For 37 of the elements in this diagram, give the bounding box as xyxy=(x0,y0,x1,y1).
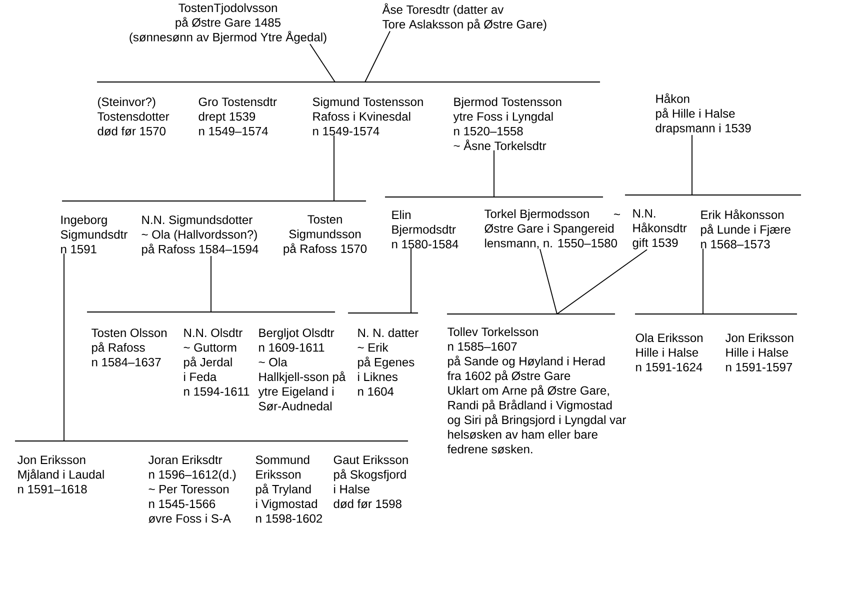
person-entry: Åse Toresdtr (datter av Tore Aslaksson på Østre Gare) xyxy=(382,3,546,31)
sibling-line xyxy=(385,196,603,198)
person-entry: Bergljot Olsdtr n 1609-1611 ~ Ola Hallkjell-sson på ytre Eigeland i Sør-Audnedal xyxy=(258,328,346,411)
family-line xyxy=(556,249,648,314)
family-line xyxy=(310,44,336,82)
person-entry: Tollev Torkelsson n 1585–1607 på Sande og Høyland i Herad fra 1602 på Østre Gare Uklart om Arne på Østre Gare, Randi på Brådland i Vigmostad og Siri på Bringsjord i Lyngdal var helsøsken av ham eller bare fedrene søsken. xyxy=(447,327,626,454)
family-line xyxy=(540,248,558,314)
marriage-sign: ~ xyxy=(614,214,620,216)
person-entry: Elin Bjermodsdtr n 1580-1584 xyxy=(392,210,458,248)
person-entry: Tosten Sigmundsson på Rafoss 1570 xyxy=(284,215,367,256)
person-entry: Jon Eriksson Hille i Halse n 1591-1597 xyxy=(725,333,794,372)
person-entry: Sigmund Tostensson Rafoss i Kvinesdal n 1549-1574 xyxy=(312,97,423,136)
person-entry: Gro Tostensdtr drept 1539 n 1549–1574 xyxy=(198,97,277,136)
sibling-line xyxy=(15,440,408,442)
person-entry: Gaut Eriksson på Skogsfjord i Halse død før 1598 xyxy=(334,455,408,508)
person-entry: Ola Eriksson Hille i Halse n 1591-1624 xyxy=(636,333,702,372)
person-entry: Håkon på Hille i Halse drapsmann i 1539 xyxy=(656,93,751,135)
person-entry: Joran Eriksdtr n 1596–1612(d.) ~ Per Toresson n 1545-1566 øvre Foss i S-A xyxy=(148,455,236,523)
person-entry: (Steinvor?) Tostensdotter død før 1570 xyxy=(98,97,170,136)
family-line xyxy=(410,248,412,314)
sibling-line xyxy=(62,200,366,202)
person-entry: Jon Eriksson Mjåland i Laudal n 1591–1618 xyxy=(17,455,104,494)
person-entry: N.N. Olsdtr ~ Guttorm på Jerdal i Feda n 1594-1611 xyxy=(184,328,250,396)
sibling-line xyxy=(348,312,418,314)
person-entry: Tosten Olsson på Rafoss n 1584–1637 xyxy=(92,328,167,366)
person-entry: Bjermod Tostensson ytre Foss i Lyngdal n 1520–1558 ~ Åsne Torkelsdtr xyxy=(453,97,562,150)
family-line xyxy=(364,30,390,82)
person-entry: N.N. Håkonsdtr gift 1539 xyxy=(632,209,687,250)
person-entry: N.N. Sigmundsdotter ~ Ola (Hallvordsson?) på Rafoss 1584–1594 xyxy=(142,215,258,256)
person-entry: Erik Håkonsson på Lunde i Fjære n 1568–1573 xyxy=(701,209,790,248)
person-entry: N. N. datter ~ Erik på Egenes i Liknes n 1604 xyxy=(358,328,418,396)
sibling-line xyxy=(625,194,801,196)
family-line xyxy=(702,248,704,314)
person-entry: TostenTjodolvsson på Østre Gare 1485 (sønnesønn av Bjermod Ytre Ågedal) xyxy=(130,3,326,44)
person-entry: Ingeborg Sigmundsdtr n 1591 xyxy=(60,215,128,254)
family-line xyxy=(210,256,212,312)
person-entry: Sommund Eriksson på Tryland i Vigmostad n 1598-1602 xyxy=(256,455,322,523)
